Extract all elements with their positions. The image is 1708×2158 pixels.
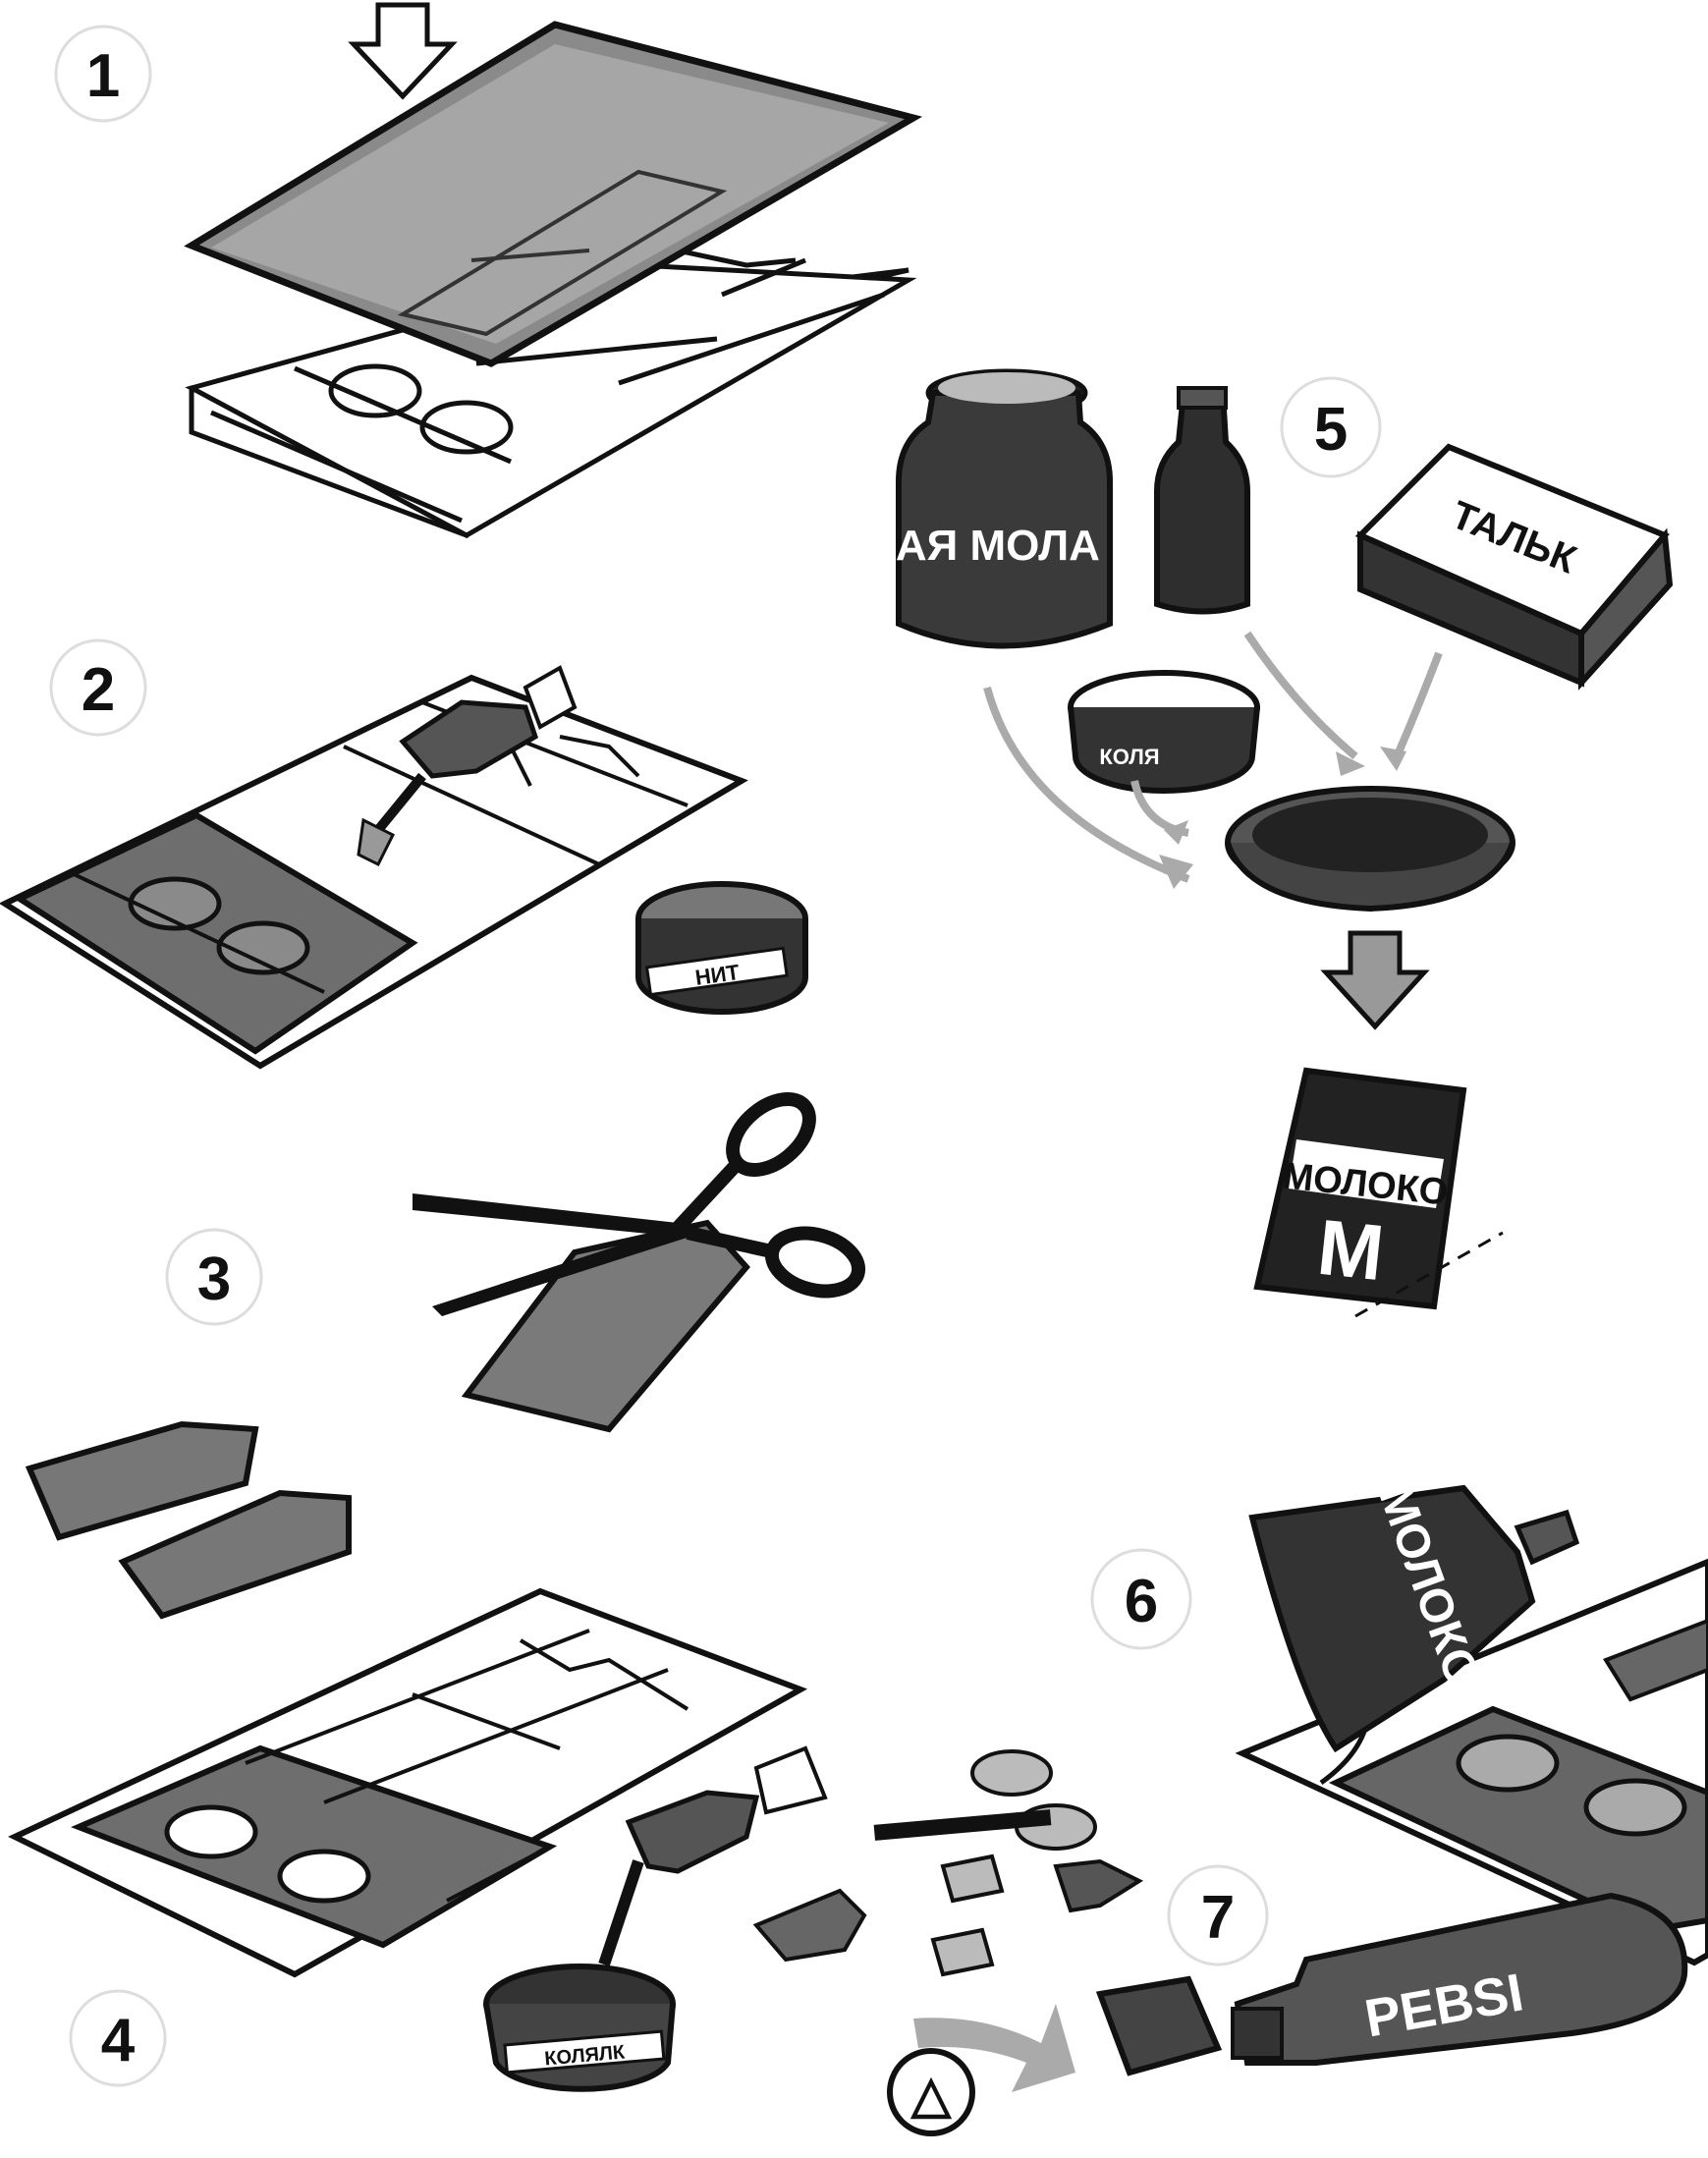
step-3-group: 3 <box>165 1091 866 1433</box>
painting-sheet <box>0 674 748 1070</box>
step-6-badge <box>1090 1548 1192 1650</box>
down-arrow-icon <box>1320 930 1430 1030</box>
step-1-label: 1 <box>86 42 120 110</box>
assembly-sheet <box>8 1587 808 1978</box>
triangle-symbol-label: △ <box>909 2067 953 2124</box>
milk-pack: МОЛОКО М <box>1253 1067 1504 1318</box>
step-5-group: 5 НАЯ МОЛА ТАЛЬК КОЛЯ <box>864 368 1674 1318</box>
step-4-group: КОЛЯЛК 4 <box>8 1420 1144 2092</box>
small-piece <box>752 1888 867 1963</box>
step-3-label: 3 <box>197 1245 231 1313</box>
small-circle-piece <box>970 1749 1053 1797</box>
tweezers-icon <box>873 1809 1052 1841</box>
glue-jar-label: НАЯ МОЛА <box>864 522 1100 570</box>
paste-tube: PEBSI <box>1231 1892 1688 2066</box>
step-1-group: 1 <box>54 2 923 538</box>
step-7-badge <box>1167 1864 1269 1966</box>
milk-tube: МОЛОКО <box>1248 1478 1580 1786</box>
bottle <box>1154 386 1250 615</box>
gray-arrow-icon <box>913 2004 1075 2092</box>
step-2-group: 2 НИТ <box>0 638 808 1070</box>
glue-jar: НАЯ МОЛА <box>864 368 1113 649</box>
step-7-label: 7 <box>1201 1884 1235 1952</box>
pattern-sheet <box>185 248 917 538</box>
small-can: КОЛЯ <box>1068 670 1260 794</box>
step-4-badge <box>69 1989 167 2087</box>
step-4-label: 4 <box>101 2007 136 2075</box>
step-2-badge <box>49 638 147 737</box>
final-sheet <box>1235 1558 1708 1966</box>
small-can-label: КОЛЯ <box>1099 745 1159 769</box>
tube-cap <box>1095 1975 1223 2076</box>
step-2-label: 2 <box>82 656 115 724</box>
step-5-badge <box>1280 376 1382 478</box>
small-dark-piece <box>1053 1858 1144 1913</box>
step-3-badge <box>165 1228 263 1326</box>
glass-plate <box>184 21 923 367</box>
triangle-symbol-icon <box>887 2048 975 2136</box>
hand-with-brush-2: КОЛЯЛК <box>483 1745 828 2092</box>
small-square-piece <box>930 1927 995 1977</box>
scissors-icon <box>413 1091 866 1316</box>
small-square-piece <box>940 1854 1005 1904</box>
mixing-dish <box>1225 786 1515 913</box>
varnish-can: НИТ <box>635 881 808 1015</box>
step-6-label: 6 <box>1125 1568 1158 1635</box>
step-1-badge <box>54 25 152 123</box>
cut-piece <box>25 1420 259 1541</box>
step-5-label: 5 <box>1314 396 1348 464</box>
down-arrow-icon <box>348 2 458 100</box>
step-7-group: 7 △ PEBSI <box>887 1864 1688 2136</box>
milk-pack-logo: М <box>1313 1203 1388 1297</box>
talc-box: ТАЛЬК <box>1354 443 1674 691</box>
cut-piece <box>118 1489 352 1620</box>
step-6-group: 6 МОЛОКО <box>1090 1478 1708 1966</box>
hand-with-brush <box>357 665 578 867</box>
